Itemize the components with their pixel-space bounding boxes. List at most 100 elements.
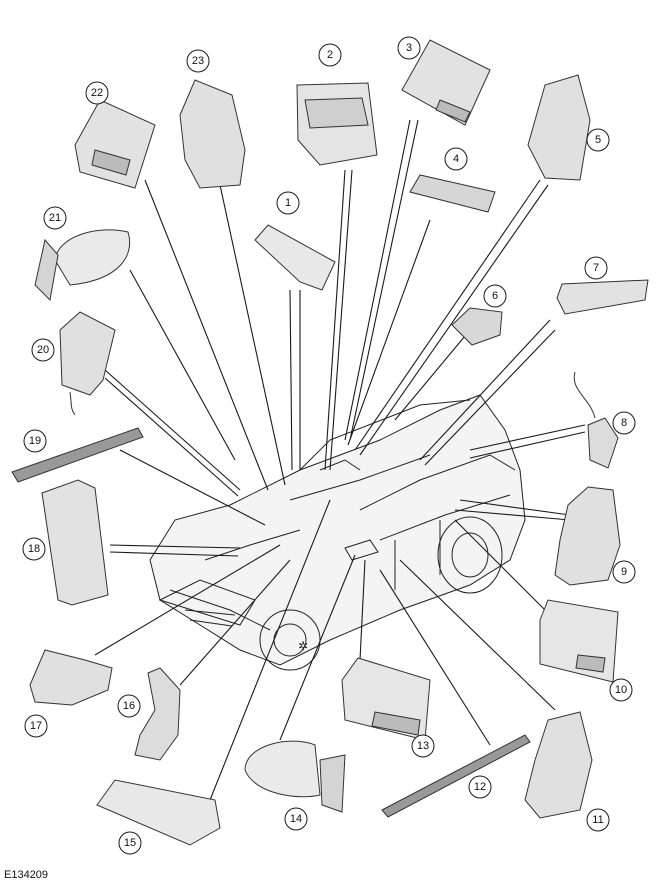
callout-3: 3 [397,36,421,60]
leader-8 [469,424,586,451]
part-15-sun-visor [96,779,221,846]
leader-17 [94,544,281,656]
callout-15-label: 15 [124,837,136,849]
leader-20 [104,369,241,491]
callout-3-label: 3 [406,42,412,54]
callout-19: 19 [23,429,47,453]
vehicle-illustration: ✲ [149,394,526,671]
part-21-exterior-mirror [54,229,131,286]
leader-20b [104,377,239,497]
callout-12: 12 [468,775,492,799]
part-9-door-latch [554,486,621,586]
part-11-door-latch [524,711,593,819]
part-6-sensor [451,307,503,346]
part-12-trim-strip [381,734,531,818]
callout-4: 4 [444,147,468,171]
callout-8: 8 [612,411,636,435]
callout-20-label: 20 [37,344,49,356]
callout-17-label: 17 [30,720,42,732]
leader-21 [129,269,236,461]
callout-15: 15 [118,831,142,855]
callout-8-label: 8 [621,417,627,429]
callout-9: 9 [612,560,636,584]
callout-9-label: 9 [621,566,627,578]
leader-16 [179,559,291,686]
callouts: 1 2 3 4 5 6 7 8 9 10 11 12 13 14 15 16 1… [22,36,636,855]
leader-5 [354,179,541,451]
callout-21-label: 21 [49,212,61,224]
leader-3 [344,119,411,441]
leader-1 [289,289,293,471]
callout-4-label: 4 [453,153,459,165]
leader-14 [279,554,356,741]
callout-18-label: 18 [28,543,40,555]
callout-7-label: 7 [593,262,599,274]
callout-23-label: 23 [192,55,204,67]
callout-17: 17 [24,714,48,738]
callout-11-label: 11 [592,814,603,826]
leader-22 [144,179,269,491]
callout-2: 2 [318,43,342,67]
callout-12-label: 12 [474,781,486,793]
callout-6: 6 [483,284,507,308]
callout-1: 1 [276,191,300,215]
callout-20: 20 [31,338,55,362]
leader-18 [109,544,241,549]
part-20-camera [59,311,116,396]
part-4-switch-pack [409,174,496,213]
leader-19 [119,449,266,526]
callout-11: 11 [586,808,610,832]
leader-11 [399,559,556,711]
part-17-sensor-mount [29,649,113,706]
leader-7b [424,329,556,466]
part-16-bracket [134,667,181,761]
part-14-exterior-mirror [244,740,321,798]
callout-16-label: 16 [123,700,135,712]
leader-8b [469,431,586,459]
callout-13-label: 13 [417,740,429,752]
leader-2b [329,169,353,471]
part-23-door-latch [179,79,246,189]
callout-2-label: 2 [327,49,333,61]
part-1-sun-visor [254,224,336,291]
part-7-switch [556,279,649,315]
leader-3b [349,119,419,441]
callout-21: 21 [43,206,67,230]
part-5-door-latch [527,74,591,181]
leader-7 [419,319,551,461]
leader-18b [109,551,239,557]
part-19-trim-strip [11,427,144,483]
leader-5b [359,184,549,456]
leader-10 [454,519,546,611]
leader-lines [94,119,586,801]
leader-12 [379,569,491,746]
callout-14: 14 [284,807,308,831]
leader-9 [459,499,571,516]
callout-18: 18 [22,537,46,561]
components [11,39,649,846]
part-18-control-module [41,479,109,606]
leader-13 [359,559,366,661]
callout-13: 13 [411,734,435,758]
callout-19-label: 19 [29,435,41,447]
leader-6 [394,329,471,421]
callout-5-label: 5 [595,134,601,146]
part-22-control-module [74,99,156,189]
part-8-wire [573,371,596,419]
part-8-sensor [587,417,619,469]
leader-9b [454,509,571,521]
figure-id: E134209 [4,869,49,881]
callout-10-label: 10 [615,684,627,696]
leader-4 [347,219,431,446]
callout-6-label: 6 [492,290,498,302]
callout-14-label: 14 [290,813,302,825]
leader-15 [209,499,331,801]
svg-text:✲: ✲ [298,639,308,653]
callout-22: 22 [85,81,109,105]
part-10-control-module [539,599,619,683]
callout-16: 16 [117,694,141,718]
callout-7: 7 [584,256,608,280]
leader-2 [324,169,346,471]
